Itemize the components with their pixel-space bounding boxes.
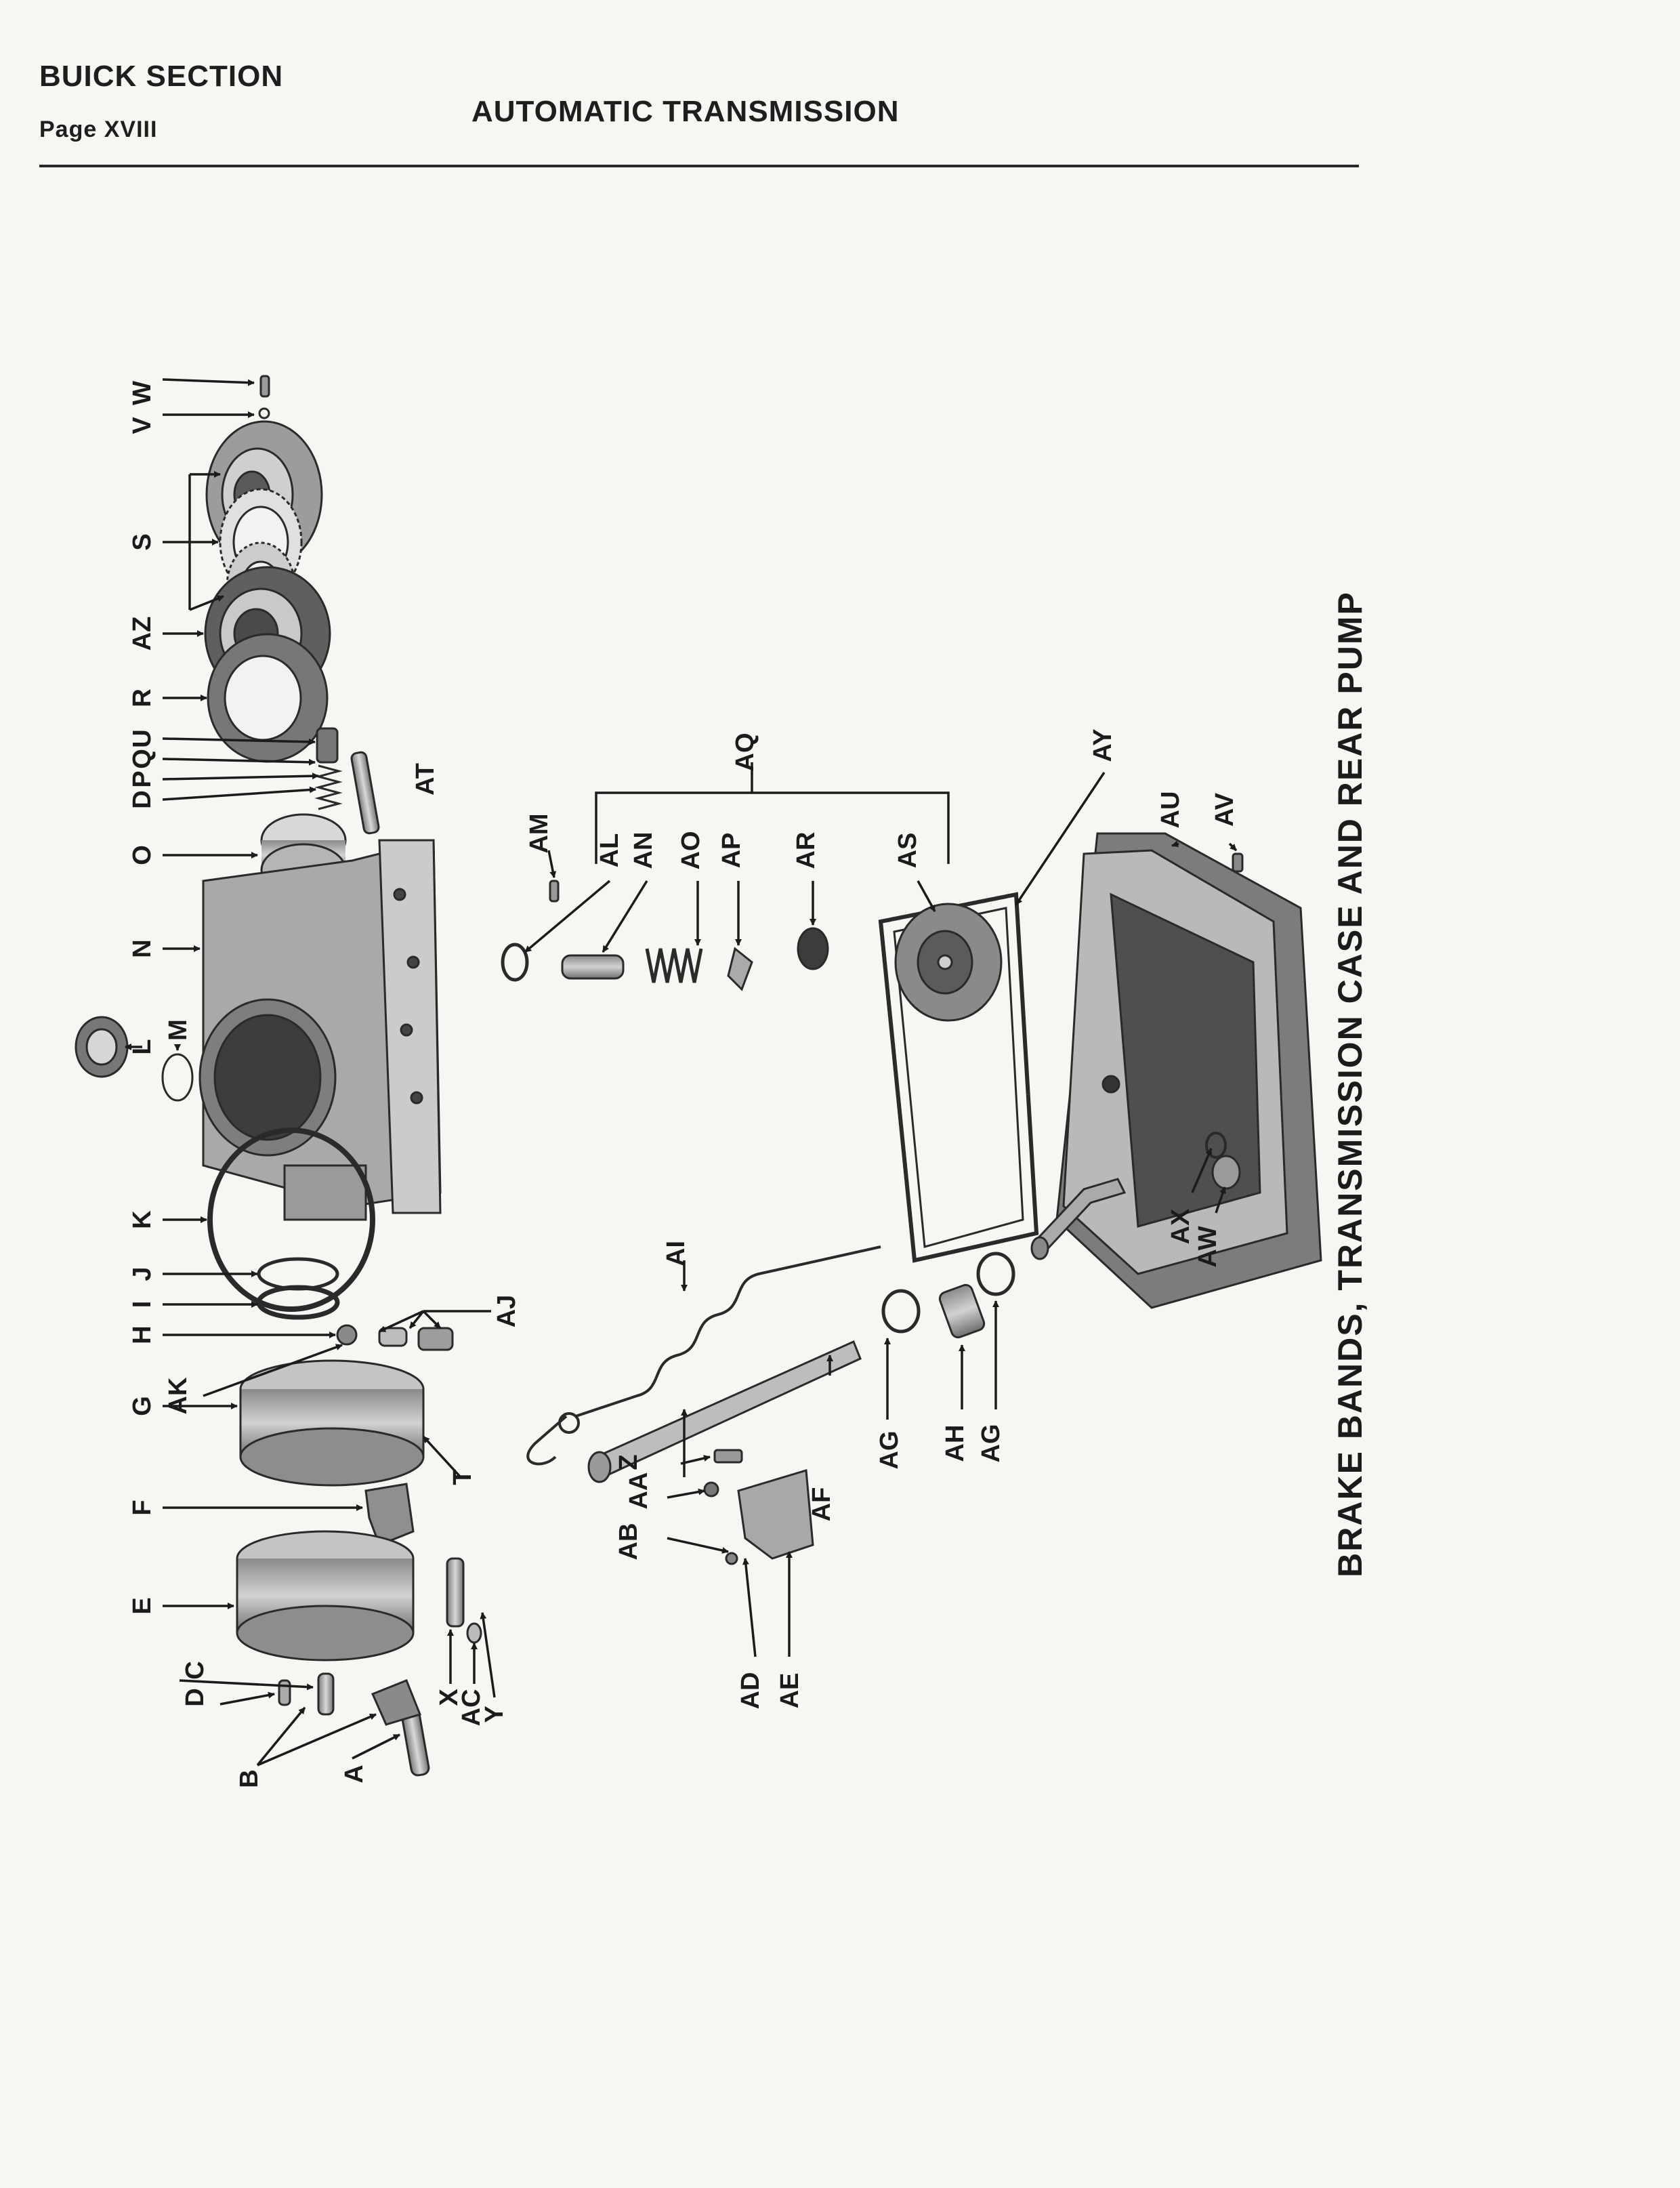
label-az: AZ	[128, 617, 156, 651]
label-l: L	[128, 1039, 156, 1054]
label-p: P	[128, 770, 156, 787]
label-t: T	[448, 1469, 477, 1485]
clamps	[881, 1252, 1015, 1339]
seal-ar	[797, 927, 829, 970]
o-ring-m	[161, 1053, 194, 1102]
label-ap: AP	[717, 833, 746, 869]
label-aa: AA	[625, 1472, 653, 1510]
filler-tube	[1030, 1178, 1127, 1260]
drain-plug	[1232, 852, 1244, 873]
label-aq: AQ	[731, 733, 759, 772]
label-c: C	[181, 1661, 209, 1679]
figure-caption: BRAKE BANDS, TRANSMISSION CASE AND REAR …	[1331, 591, 1369, 1577]
label-au: AU	[1156, 791, 1185, 829]
bolt-w	[259, 375, 270, 398]
clip-ap	[727, 947, 753, 991]
screen-as	[894, 903, 1003, 1022]
label-as: AS	[894, 833, 922, 869]
label-e: E	[128, 1597, 156, 1614]
label-x: X	[435, 1689, 463, 1706]
label-u: U	[128, 729, 156, 747]
label-k: K	[128, 1210, 156, 1229]
label-h: H	[128, 1325, 156, 1344]
label-d: D	[181, 1688, 209, 1706]
header-rule	[39, 165, 1359, 167]
label-q: Q	[128, 749, 156, 769]
label-z: Z	[614, 1454, 643, 1470]
label-al: AL	[595, 833, 624, 868]
pin-x	[446, 1557, 465, 1628]
brake-band-e	[236, 1530, 415, 1661]
label-ab: AB	[614, 1523, 643, 1561]
servo-pins	[336, 1324, 454, 1351]
page-title: AUTOMATIC TRANSMISSION	[471, 95, 900, 128]
gasket-ax	[1205, 1132, 1227, 1159]
lever-f	[364, 1483, 415, 1546]
label-n: N	[128, 939, 156, 957]
label-j: J	[128, 1266, 156, 1281]
label-m: M	[164, 1019, 192, 1041]
label-ad: AD	[736, 1672, 765, 1710]
label-an: AN	[629, 832, 658, 869]
label-ax: AX	[1167, 1208, 1195, 1244]
label-ag-2: AG	[977, 1424, 1005, 1463]
label-s: S	[128, 533, 156, 550]
label-aw: AW	[1194, 1226, 1222, 1267]
label-ay: AY	[1089, 728, 1117, 762]
lever-b	[371, 1679, 422, 1726]
label-at: AT	[411, 763, 440, 796]
transmission-case	[198, 839, 442, 1221]
label-y: Y	[480, 1706, 509, 1722]
label-a: A	[340, 1764, 369, 1783]
plug-aw	[1211, 1155, 1241, 1190]
rod-and-spring	[526, 1245, 881, 1466]
label-ak: AK	[164, 1377, 192, 1414]
label-ai: AI	[662, 1241, 690, 1266]
label-ag-1: AG	[875, 1431, 904, 1470]
label-f: F	[128, 1500, 156, 1515]
callout-labels: W V S AZ R U Q P D O N L M K J I H AJ AK…	[128, 381, 1239, 1788]
label-ac: AC	[457, 1689, 486, 1727]
spring-ao	[645, 948, 703, 983]
pin-c	[317, 1672, 335, 1716]
valve-an	[561, 954, 625, 980]
label-w: W	[128, 381, 156, 405]
pin-at	[350, 751, 380, 835]
valve-and-spring	[314, 727, 343, 810]
pump-gasket	[207, 633, 329, 763]
label-o: O	[128, 845, 156, 865]
tube-af	[587, 1340, 862, 1483]
label-ah: AH	[941, 1425, 969, 1462]
label-b: B	[235, 1769, 264, 1788]
label-am: AM	[525, 813, 553, 853]
band-end-j	[257, 1257, 339, 1291]
front-seal	[75, 1016, 129, 1078]
pin-d	[278, 1679, 291, 1706]
parts-illustration	[75, 375, 1322, 1777]
label-i: I	[128, 1301, 156, 1308]
detent-plate	[703, 1449, 814, 1565]
section-heading: BUICK SECTION	[39, 60, 284, 93]
washer-v	[258, 407, 270, 419]
page-number: Page XVIII	[39, 117, 158, 142]
label-d-upper: D	[128, 790, 156, 808]
label-v: V	[128, 417, 156, 434]
washer-ac	[466, 1622, 482, 1644]
label-ae: AE	[776, 1673, 804, 1709]
label-av: AV	[1211, 792, 1239, 827]
pin-am	[549, 880, 560, 903]
label-g: G	[128, 1396, 156, 1416]
leader-lines	[125, 378, 1238, 1767]
label-r: R	[128, 688, 156, 707]
label-ao: AO	[677, 831, 705, 870]
label-af: AF	[807, 1487, 836, 1522]
label-ar: AR	[792, 832, 820, 869]
brake-band-g	[239, 1359, 425, 1487]
o-ring-al	[501, 943, 529, 982]
case-gasket	[207, 1128, 375, 1312]
label-aj: AJ	[492, 1295, 521, 1328]
